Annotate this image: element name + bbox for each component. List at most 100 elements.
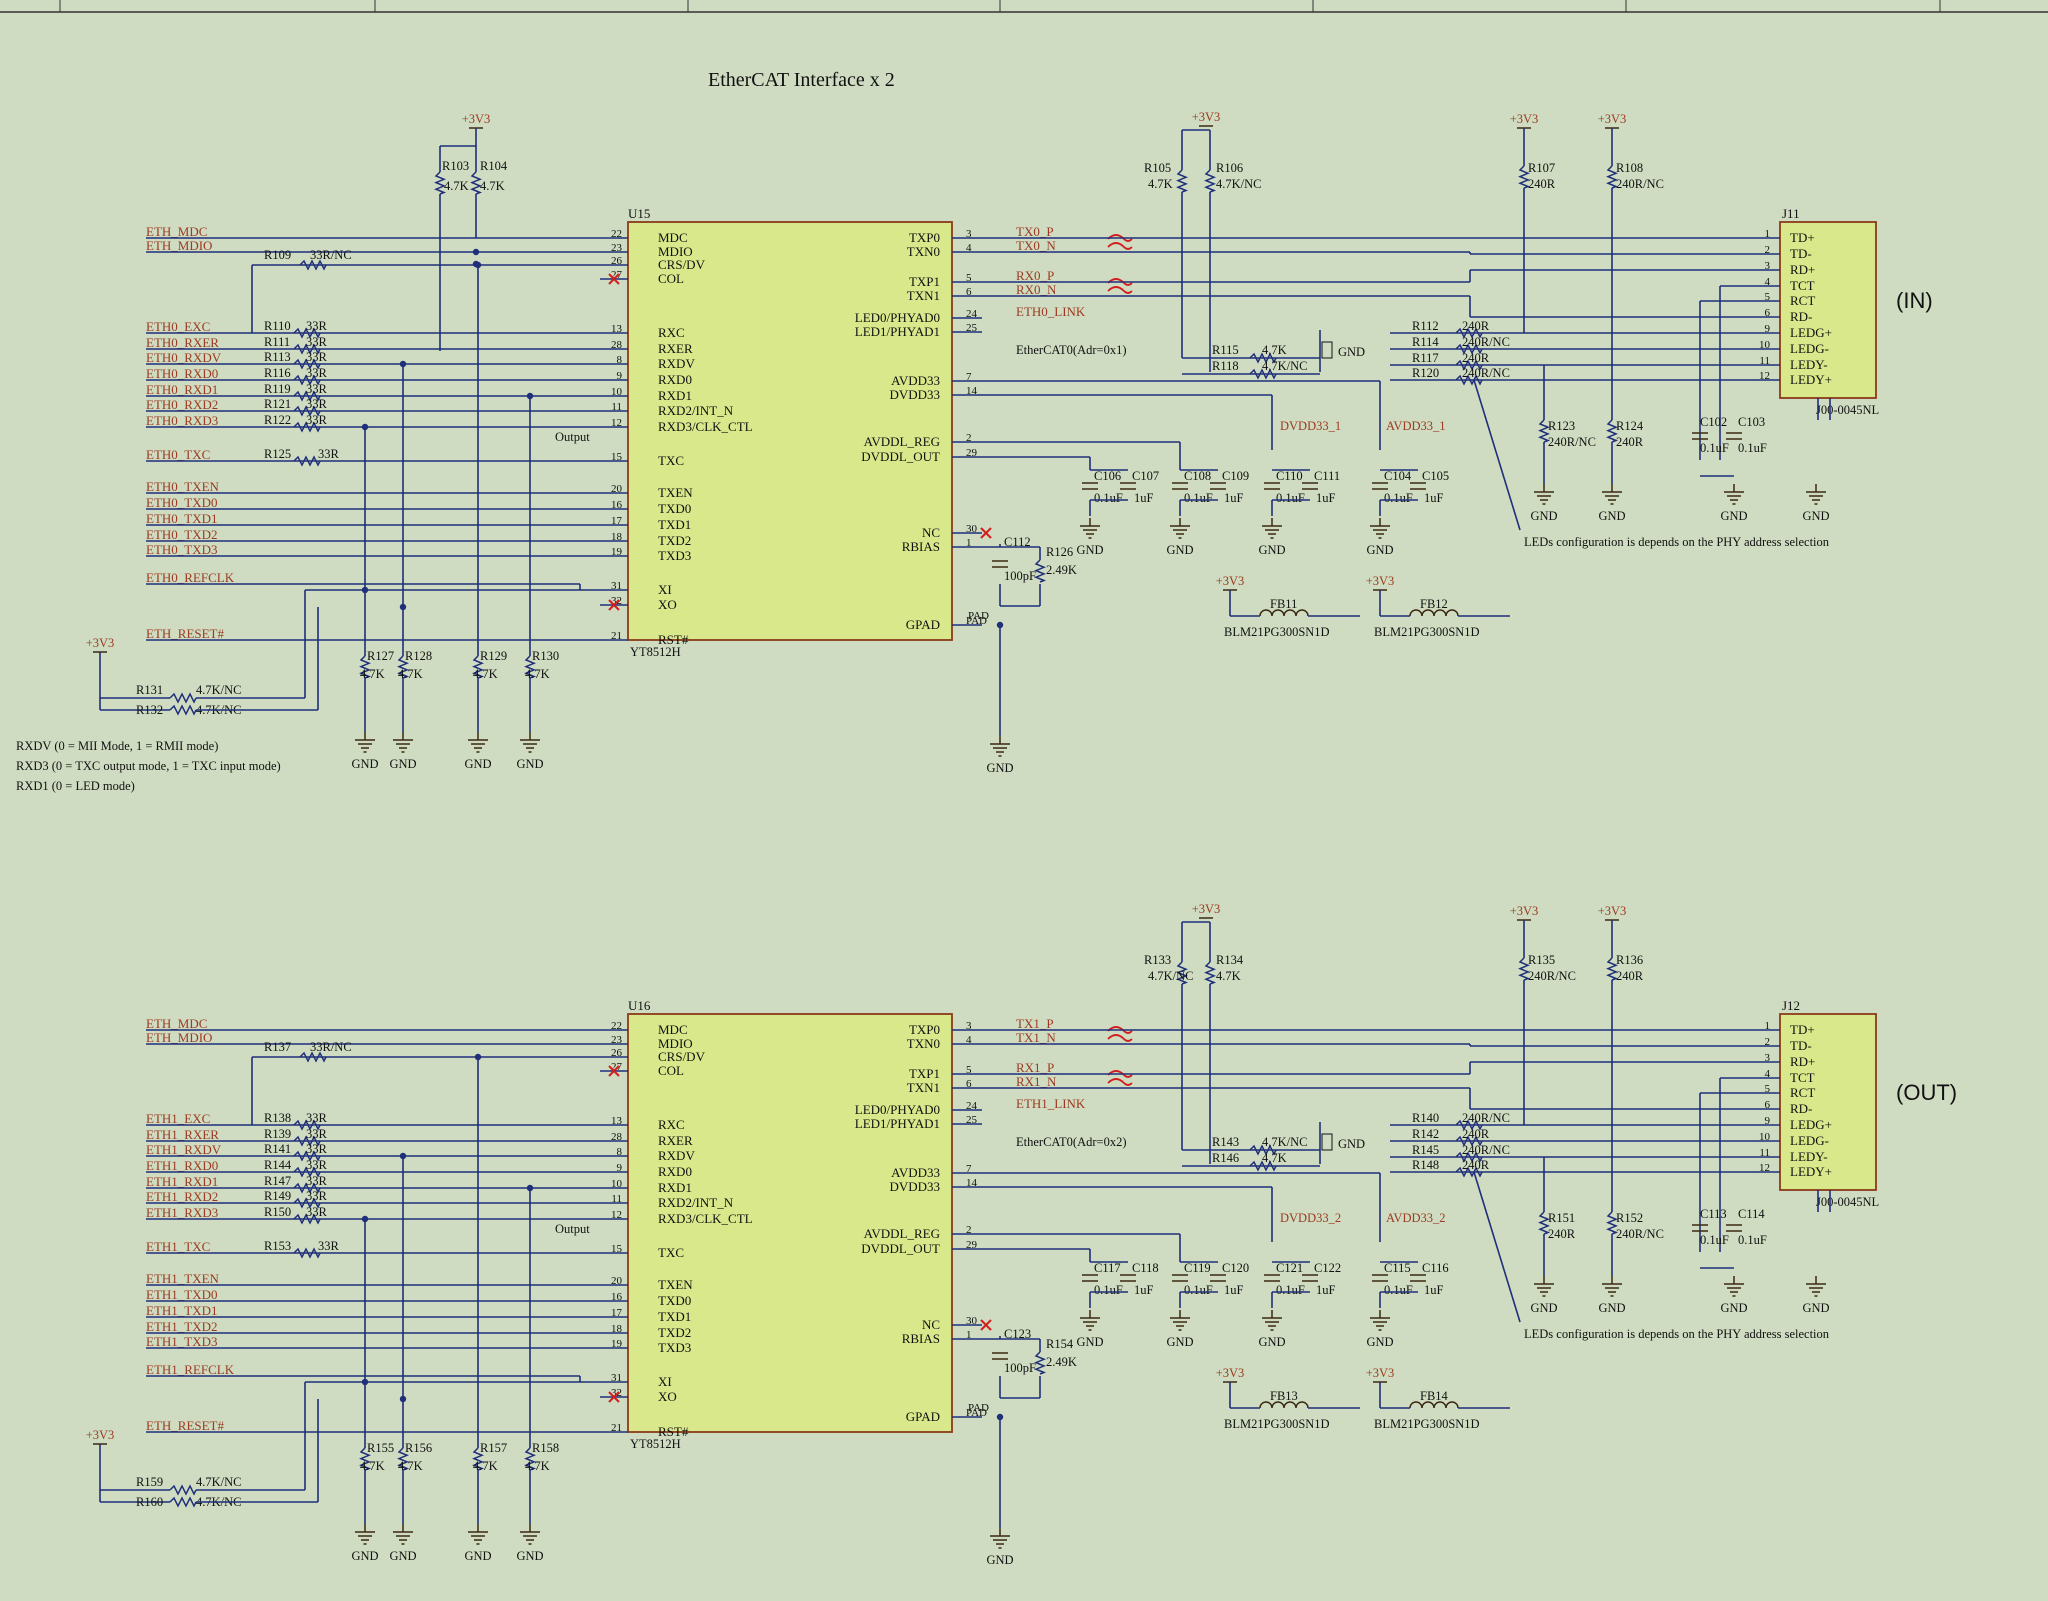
dvdd-label: DVDD33_2 bbox=[1280, 1211, 1341, 1225]
res-ref: R113 bbox=[264, 350, 291, 364]
resistor-symbol bbox=[169, 1496, 197, 1508]
connector-pin: LEDY+ bbox=[1790, 1164, 1832, 1179]
nc-stroke bbox=[980, 1319, 992, 1331]
chip-pin-right: RBIAS bbox=[902, 539, 940, 554]
res-ref: R155 bbox=[367, 1441, 394, 1455]
chip-pin-num: 28 bbox=[611, 1131, 623, 1143]
res-ref: R109 bbox=[264, 248, 291, 262]
cap-ref: C102 bbox=[1700, 415, 1727, 429]
chip-pin-num: 12 bbox=[611, 417, 622, 429]
cap-val: 0.1uF bbox=[1184, 1283, 1213, 1297]
ferrite-ref: FB11 bbox=[1270, 597, 1297, 611]
resistor-symbol bbox=[293, 1247, 321, 1259]
resistor-symbol bbox=[293, 343, 321, 355]
chip-pin-num: 10 bbox=[611, 1178, 623, 1190]
capacitor-symbol bbox=[1726, 1224, 1742, 1232]
chip-pin-num: 32 bbox=[611, 595, 622, 607]
res-val: 4.7K/NC bbox=[196, 1475, 242, 1489]
res-ref: R135 bbox=[1528, 953, 1555, 967]
ground-symbol: GND bbox=[1166, 518, 1194, 557]
res-val: 240R bbox=[1462, 351, 1490, 365]
chip-pin-left: TXD0 bbox=[658, 1293, 691, 1308]
net-label: ETH0_RXD2 bbox=[146, 397, 218, 412]
connector-pin-num: 4 bbox=[1765, 1068, 1771, 1080]
res-val: 240R bbox=[1462, 1158, 1490, 1172]
res-val: 4.7K bbox=[473, 667, 498, 681]
no-connect-mark bbox=[608, 599, 620, 611]
res-ref: R153 bbox=[264, 1239, 291, 1253]
net-label: ETH0_RXER bbox=[146, 335, 219, 350]
res-val: 240R/NC bbox=[1462, 366, 1510, 380]
net-label: TX0_P bbox=[1016, 224, 1054, 239]
connector-pin: RD+ bbox=[1790, 262, 1815, 277]
net-label: ETH0_TXD3 bbox=[146, 542, 218, 557]
chip-pin-num: 3 bbox=[966, 228, 972, 240]
net-label: ETH_RESET# bbox=[146, 626, 224, 641]
connector-pin-num: 3 bbox=[1765, 1052, 1771, 1064]
resistor-symbol bbox=[359, 655, 372, 679]
resistor-symbol bbox=[169, 1484, 197, 1496]
res-val: 33R bbox=[306, 413, 328, 427]
ferrite-part: BLM21PG300SN1D bbox=[1374, 625, 1480, 639]
res-val: 240R bbox=[1616, 969, 1644, 983]
diff-stroke bbox=[1107, 242, 1133, 250]
resistor-symbol bbox=[1249, 1144, 1277, 1156]
net-label: ETH_MDC bbox=[146, 1016, 207, 1031]
ferrite-coil bbox=[1259, 1401, 1309, 1409]
res-val: 33R bbox=[306, 1127, 328, 1141]
res-val: 240R bbox=[1548, 1227, 1576, 1241]
power-label: +3V3 bbox=[1598, 112, 1627, 126]
resistor-symbol bbox=[1455, 1135, 1483, 1147]
net-label: ETH_MDIO bbox=[146, 238, 212, 253]
res-val: 4.7K bbox=[398, 1459, 423, 1473]
chip-pin-num: 22 bbox=[611, 228, 622, 240]
res-val: 33R bbox=[306, 1111, 328, 1125]
res-ref: R122 bbox=[264, 413, 291, 427]
nc-stroke bbox=[980, 527, 992, 539]
chip-pin-right: TXN0 bbox=[907, 1036, 940, 1051]
resistor-symbol bbox=[1455, 343, 1483, 355]
cap-val: 1uF bbox=[1424, 1283, 1444, 1297]
ground-symbol: GND bbox=[516, 732, 544, 771]
connector-pin: TD- bbox=[1790, 246, 1812, 261]
connector-pin: LEDY+ bbox=[1790, 372, 1832, 387]
net-label: ETH1_TXD2 bbox=[146, 1319, 218, 1334]
resistor-symbol bbox=[472, 1447, 485, 1471]
resistor-symbol bbox=[293, 1182, 321, 1194]
res-ref: R117 bbox=[1412, 351, 1439, 365]
net-label: ETH_MDC bbox=[146, 224, 207, 239]
ground-label: GND bbox=[986, 1553, 1013, 1567]
connector-pin-num: 1 bbox=[1765, 228, 1771, 240]
resistor-symbol bbox=[293, 327, 321, 339]
rj45-connector-body bbox=[1779, 1013, 1877, 1191]
chip-pin-num: 9 bbox=[617, 1162, 623, 1174]
chip-pin-left: XO bbox=[658, 1389, 677, 1404]
ground-symbol: GND bbox=[351, 1524, 379, 1563]
cap-val: 0.1uF bbox=[1094, 1283, 1123, 1297]
res-ref: R112 bbox=[1412, 319, 1439, 333]
chip-pin-num: 18 bbox=[611, 531, 623, 543]
res-ref: R145 bbox=[1412, 1143, 1439, 1157]
ground-label: GND bbox=[1802, 1301, 1829, 1315]
res-val: 4.7K bbox=[360, 667, 385, 681]
res-val: 33R bbox=[306, 350, 328, 364]
connector-pin-num: 10 bbox=[1759, 339, 1771, 351]
power-label: +3V3 bbox=[86, 1428, 115, 1442]
leds-note: LEDs configuration is depends on the PHY… bbox=[1524, 1327, 1830, 1341]
res-val: 2.49K bbox=[1046, 563, 1077, 577]
ferrite-part: BLM21PG300SN1D bbox=[1374, 1417, 1480, 1431]
power-symbol: +3V3 bbox=[1216, 1366, 1244, 1383]
ground-label: GND bbox=[389, 1549, 416, 1563]
ground-label: GND bbox=[389, 757, 416, 771]
chip-pin-left: RXER bbox=[658, 341, 693, 356]
cap-ref: C119 bbox=[1184, 1261, 1211, 1275]
diff-stroke bbox=[1107, 286, 1133, 294]
output-label: Output bbox=[555, 430, 590, 444]
cap-val: 0.1uF bbox=[1384, 1283, 1413, 1297]
res-ref: R141 bbox=[264, 1142, 291, 1156]
net-label: ETH1_RXD0 bbox=[146, 1158, 218, 1173]
res-val: 33R bbox=[306, 397, 328, 411]
chip-pin-right: TXP1 bbox=[909, 274, 940, 289]
ground-label: GND bbox=[1598, 1301, 1625, 1315]
res-val: 33R/NC bbox=[310, 248, 352, 262]
